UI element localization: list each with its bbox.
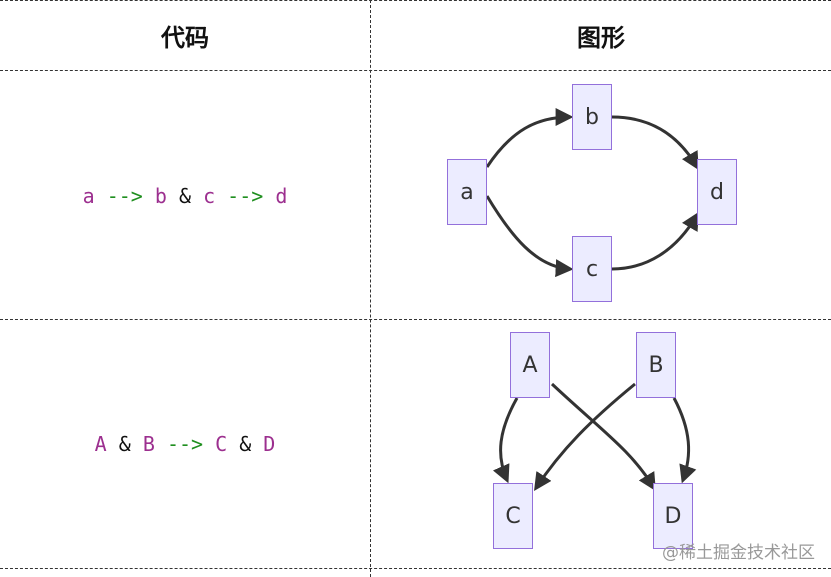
code-token-amp xyxy=(191,184,203,208)
diagram-row-2: A B C D xyxy=(371,320,831,568)
header-diagram: 图形 xyxy=(577,23,625,52)
edge-a-b xyxy=(485,108,574,168)
code-token-amp xyxy=(107,432,119,456)
node-C: C xyxy=(493,483,533,549)
table-border-top xyxy=(0,0,831,1)
edge-A-C xyxy=(492,397,519,484)
code-token-amp: & xyxy=(178,184,192,208)
row-divider xyxy=(0,319,831,320)
edge-b-d xyxy=(611,115,699,171)
code-token-amp xyxy=(131,432,143,456)
code-token-amp: & xyxy=(239,432,252,456)
code-row-2: A & B --> C & D xyxy=(0,429,370,459)
code-token-node: D xyxy=(263,432,276,456)
node-c: c xyxy=(572,236,612,302)
table-border-bottom xyxy=(0,568,831,569)
header-divider xyxy=(0,70,831,71)
edge-B-D xyxy=(672,397,697,484)
code-token-amp xyxy=(215,184,227,208)
code-token-node: c xyxy=(203,184,216,208)
code-token-node: C xyxy=(215,432,228,456)
code-token-amp xyxy=(251,432,263,456)
node-A: A xyxy=(510,332,550,398)
node-D: D xyxy=(653,483,693,549)
code-token-amp xyxy=(263,184,275,208)
code-token-node: b xyxy=(154,184,167,208)
node-B: B xyxy=(636,332,676,398)
code-token-node: B xyxy=(142,432,155,456)
edge-c-d xyxy=(611,211,699,271)
code-token-amp xyxy=(143,184,155,208)
edge-B-C xyxy=(534,382,636,492)
header-code: 代码 xyxy=(161,23,209,52)
code-token-node: a xyxy=(82,184,95,208)
code-token-node: d xyxy=(275,184,288,208)
diagram-row-1: a b c d xyxy=(371,71,831,319)
edge-a-c xyxy=(485,195,574,278)
node-a: a xyxy=(447,159,487,225)
code-token-amp: & xyxy=(118,432,131,456)
code-token-amp xyxy=(227,432,239,456)
code-token-amp xyxy=(95,184,107,208)
code-row-1: a --> b & c --> d xyxy=(0,181,370,211)
code-token-arrow: --> xyxy=(227,184,264,208)
code-token-arrow: --> xyxy=(106,184,143,208)
diagram-row-1-edges xyxy=(485,108,699,278)
watermark: @稀土掘金技术社区 xyxy=(662,543,815,563)
code-token-node: A xyxy=(94,432,107,456)
code-token-amp xyxy=(167,184,179,208)
column-divider xyxy=(370,0,371,577)
node-d: d xyxy=(697,159,737,225)
code-token-arrow: --> xyxy=(166,432,204,456)
code-token-amp xyxy=(155,432,167,456)
edge-A-D xyxy=(550,382,656,492)
code-token-amp xyxy=(203,432,215,456)
diagram-row-2-edges xyxy=(492,382,697,492)
node-b: b xyxy=(572,84,612,150)
